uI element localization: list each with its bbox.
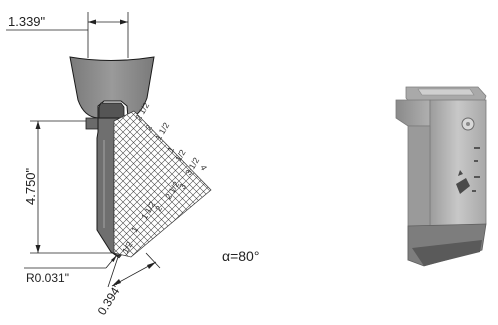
tip-offset-label: 0.394" [95,281,125,318]
grid-hatch-line [114,111,211,257]
grid-hatch-line [114,111,184,257]
grid-hatch-line [114,111,211,257]
grid-hatch-line [114,111,211,257]
tool-photo [395,86,487,267]
photo-left-shoulder [395,99,431,127]
grid-hatch-line [114,111,211,257]
angle-label: α=80° [222,248,259,264]
height-arrow-top [35,121,41,129]
grid-hatch-line [114,111,211,257]
grid-hatch-line [114,111,211,257]
grid-hatch-line [114,111,211,257]
grid-hatch-line [114,111,191,257]
height-dimension: 4.750" [23,120,114,254]
grid-hatch-line [114,111,211,257]
grid-hatch-line [114,111,211,257]
top-width-arrow-right [120,19,128,25]
tip-radius-label: R0.031" [26,271,69,285]
grid-hatch-line [114,111,211,257]
grid-hatch-line [114,111,211,257]
grid-hatch-line [114,111,211,257]
tool-tang [98,102,125,119]
grid-hatch-line [114,111,211,257]
grid-label-lower-2: 2 [153,204,164,213]
grid-hatch-line [114,111,211,257]
height-arrow-bottom [35,245,41,253]
tip-offset-arrow-1 [112,279,121,286]
grid-label-upper-1-1-2: 1 1/2 [153,120,171,142]
photo-engraving-2 [474,160,478,162]
height-label: 4.750" [23,167,38,205]
grid-label-upper-1: 1 [165,145,176,154]
grid-hatch-line [114,111,211,257]
top-width-arrow-left [88,19,96,25]
photo-main-face [429,99,487,243]
top-width-dimension: 1.339" [6,12,129,58]
grid-hatch-line [114,111,211,257]
grid-hatch-line [114,111,211,257]
grid-label-upper-4: 4 [198,163,209,172]
photo-engraving-3 [474,176,480,178]
grid-hatch-line [114,111,211,257]
grid-hatch-line [114,111,211,257]
photo-engraving-1 [474,147,480,149]
grid-hatch-line [114,111,211,257]
tip-offset-dimension: 0.394" [95,252,161,318]
grid-hatch-line [114,111,211,257]
tip-offset-extension-1 [107,256,119,288]
grid-hatch-line [114,111,211,257]
grid-hatch-line [114,111,211,257]
tip-offset-arrow-2 [147,262,156,269]
photo-top-ridge [417,88,475,96]
grid-label-lower-3: 3 [177,182,188,191]
tip-radius-dimension: R0.031" [24,255,117,285]
grid-hatch-line [114,111,211,257]
grid-hatch-line [114,111,211,257]
grid-hatch-line [114,111,211,257]
grid-hatch-line [114,111,211,257]
grid-label-lower-1: 1 [129,225,140,234]
grid-hatch-line [114,111,211,257]
grid-hatch-line [114,111,211,257]
photo-logo-mark [458,170,463,176]
grid-label-lower-3-1-2: 3 1/2 [183,155,201,177]
photo-screw-center [466,122,470,126]
grid-hatch-line [114,111,211,257]
grid-hatch-line [114,111,211,257]
photo-engraving-4 [472,190,476,192]
top-width-label: 1.339" [8,14,46,29]
grid-label-upper-2: 2 [143,123,154,132]
grid-hatch-line [114,111,211,257]
grid-hatch-line [114,111,211,257]
photo-blade-edge [412,240,482,266]
grid-hatch-line [114,111,211,257]
grid-hatch-line [114,111,211,257]
grid-hatch-line [114,111,205,257]
grid-hatch-line [114,111,211,257]
grid-hatch-line [114,111,198,257]
photo-logo [456,178,470,194]
tool-shoulder-tab [85,117,99,130]
grid-hatch-line [114,111,211,257]
tip-radius-arrow [111,255,117,262]
tip-offset-extension-2 [145,252,161,269]
grid-hatch-line [114,111,211,257]
grid-hatch-line [114,111,211,257]
grid-hatch-line [114,111,211,257]
